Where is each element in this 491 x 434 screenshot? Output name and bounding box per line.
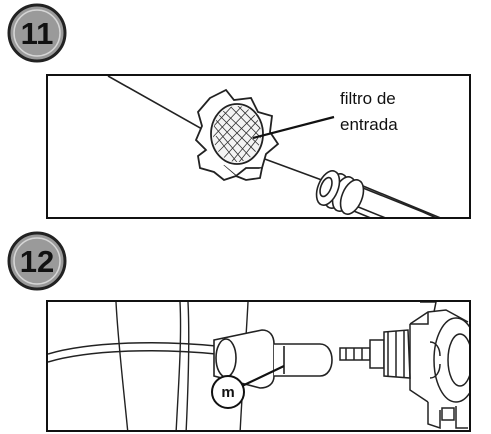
marker-m: m	[211, 375, 245, 409]
callout-leader-filter	[252, 115, 335, 140]
panel-inlet-filter: filtro de entrada	[46, 74, 471, 219]
hose-connection-illustration: m	[48, 302, 469, 430]
marker-m-label: m	[221, 384, 234, 401]
step-11-number: 11	[21, 16, 54, 51]
frame-legs	[115, 302, 249, 430]
hose-end	[315, 170, 441, 217]
step-11-badge: 11	[7, 3, 67, 63]
hose-sleeve	[213, 329, 333, 389]
step-12-badge: 12	[7, 231, 67, 291]
callout-leader-m	[241, 365, 285, 387]
panel-hose-connection: m	[46, 300, 471, 432]
machine-body	[409, 302, 469, 430]
barbed-connector	[339, 329, 411, 379]
inlet-filter-screen	[210, 103, 264, 165]
filter-mesh	[213, 106, 261, 162]
inlet-filter-illustration: filtro de entrada	[107, 76, 441, 217]
callout-label-line1: filtro de	[340, 89, 396, 108]
step-12-number: 12	[20, 244, 54, 279]
callout-label-line2: entrada	[340, 115, 398, 134]
drain-hose	[48, 341, 217, 363]
